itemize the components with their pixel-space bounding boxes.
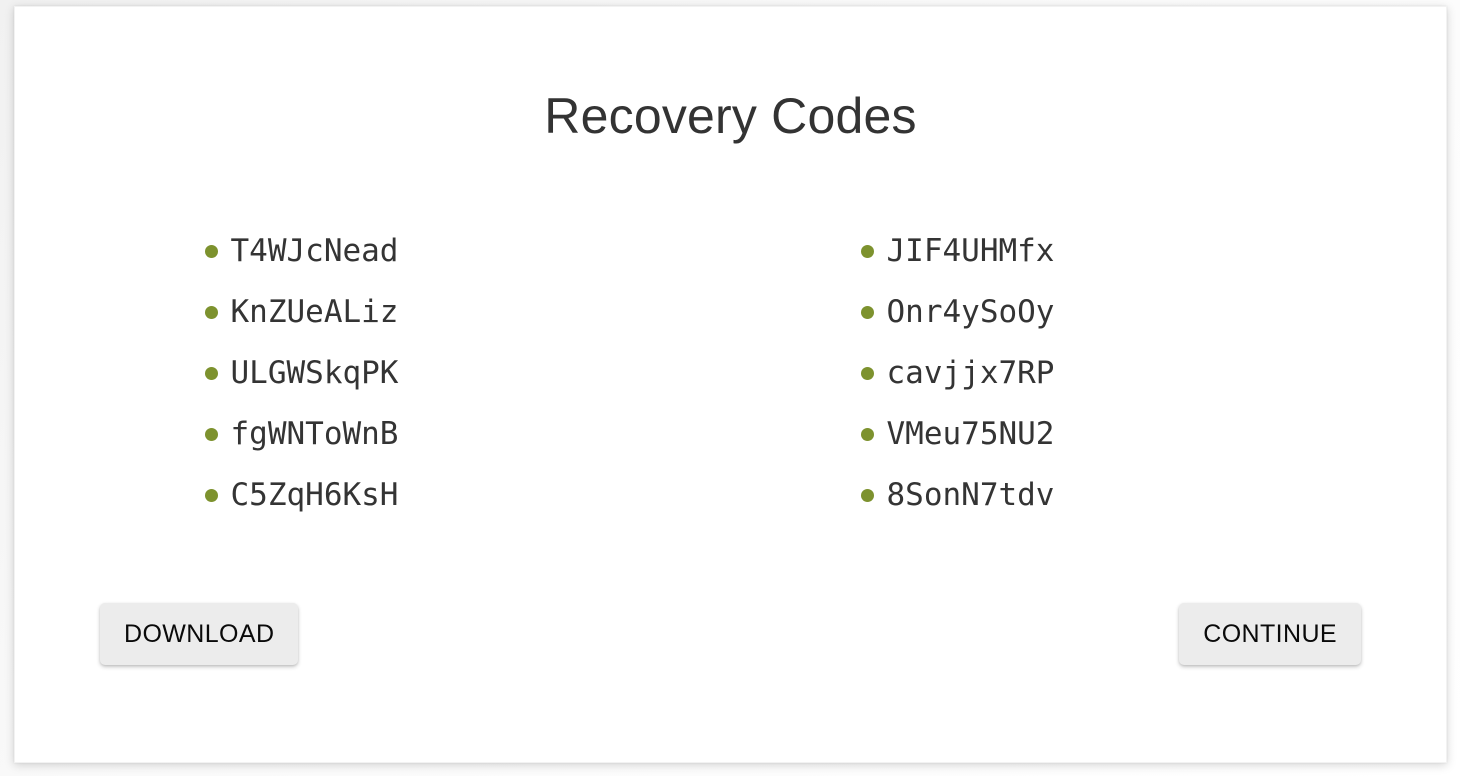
recovery-code: Onr4ySoOy [886,294,1055,330]
recovery-code: fgWNToWnB [230,416,399,452]
list-item: VMeu75NU2 [844,404,1274,465]
bullet-icon [860,428,874,441]
list-item: fgWNToWnB [188,404,618,465]
bullet-icon [204,428,218,441]
list-item: C5ZqH6KsH [188,465,618,526]
continue-button[interactable]: CONTINUE [1179,603,1361,665]
bullet-icon [204,489,218,502]
list-item: JIF4UHMfx [844,221,1274,282]
recovery-code: cavjjx7RP [886,355,1055,391]
recovery-codes-list: T4WJcNead KnZUeALiz ULGWSkqPK fgWNToWnB … [15,221,1446,526]
page-title: Recovery Codes [544,88,917,144]
recovery-code: JIF4UHMfx [886,233,1055,269]
recovery-code: C5ZqH6KsH [230,477,399,513]
recovery-codes-left-column: T4WJcNead KnZUeALiz ULGWSkqPK fgWNToWnB … [188,221,618,526]
recovery-code: T4WJcNead [230,233,399,269]
bullet-icon [860,367,874,380]
list-item: cavjjx7RP [844,343,1274,404]
bullet-icon [860,306,874,319]
bullet-icon [860,489,874,502]
bullet-icon [204,306,218,319]
recovery-code: ULGWSkqPK [230,355,399,391]
recovery-codes-right-column: JIF4UHMfx Onr4ySoOy cavjjx7RP VMeu75NU2 … [844,221,1274,526]
recovery-codes-card: Recovery Codes T4WJcNead KnZUeALiz ULGWS… [14,6,1447,763]
list-item: T4WJcNead [188,221,618,282]
list-item: 8SonN7tdv [844,465,1274,526]
list-item: ULGWSkqPK [188,343,618,404]
bullet-icon [204,367,218,380]
list-item: Onr4ySoOy [844,282,1274,343]
bullet-icon [204,245,218,258]
list-item: KnZUeALiz [188,282,618,343]
recovery-code: KnZUeALiz [230,294,399,330]
recovery-code: 8SonN7tdv [886,477,1055,513]
bullet-icon [860,245,874,258]
recovery-code: VMeu75NU2 [886,416,1055,452]
download-button[interactable]: DOWNLOAD [100,603,299,665]
